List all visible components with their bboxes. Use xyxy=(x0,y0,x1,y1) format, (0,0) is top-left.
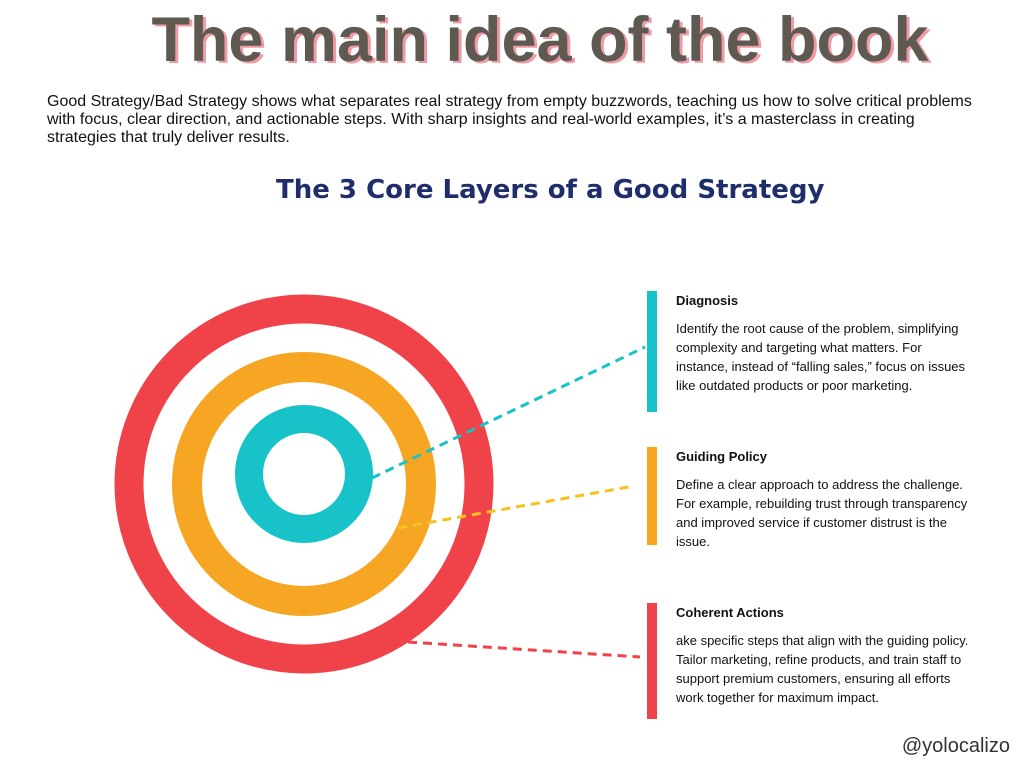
main-title: The main idea of the book xyxy=(151,5,929,75)
diagnosis-title: Diagnosis xyxy=(676,293,739,308)
guiding-policy-title: Guiding Policy xyxy=(676,449,768,464)
coherent-actions-title: Coherent Actions xyxy=(676,605,784,620)
outer-ring-coherent-actions xyxy=(114,294,494,674)
coherent-actions-text: ake specific steps that align with the g… xyxy=(676,633,969,705)
diagnosis-text: Identify the root cause of the problem, … xyxy=(676,321,966,393)
connector-coherent-actions xyxy=(407,640,641,659)
diagram-title: The 3 Core Layers of a Good Strategy xyxy=(276,175,825,205)
guiding-policy-text: Define a clear approach to address the c… xyxy=(676,477,968,549)
coherent-actions-accent-bar xyxy=(647,603,657,719)
guiding-policy-accent-bar xyxy=(647,447,657,545)
intro-paragraph: Good Strategy/Bad Strategy shows what se… xyxy=(47,93,972,146)
diagnosis-accent-bar xyxy=(647,291,657,412)
inner-ring-diagnosis xyxy=(235,405,373,543)
middle-ring-guiding-policy xyxy=(172,352,436,616)
connector-guiding-policy xyxy=(397,484,635,530)
connector-diagnosis xyxy=(371,345,646,480)
author-handle: @yolocalizo xyxy=(901,735,1010,757)
